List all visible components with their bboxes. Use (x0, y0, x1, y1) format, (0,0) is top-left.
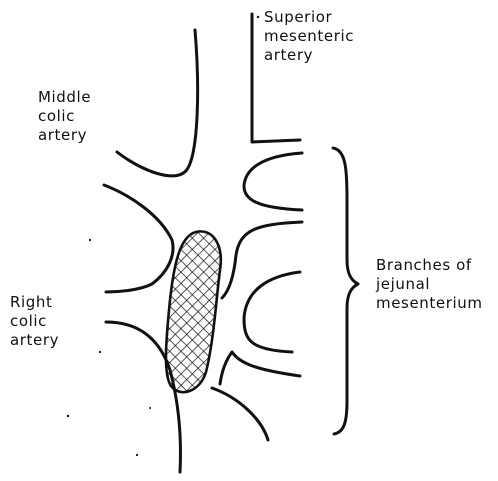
scan-specks (67, 16, 259, 456)
jejunal-branch-4 (220, 352, 300, 384)
middle-colic-artery-label: Middle colic artery (38, 88, 91, 145)
hatched-lesion (166, 231, 221, 392)
middle-colic-left-wall (117, 30, 198, 176)
jejunal-branch-1 (244, 153, 302, 210)
middle-colic-lower-wall (104, 185, 173, 292)
branches-of-jejunal-mesenterium-label: Branches of jejunal mesenterium (376, 256, 483, 313)
right-colic-artery-label: Right colic artery (10, 293, 59, 350)
jejunal-bracket (333, 148, 358, 434)
superior-mesenteric-artery-label: Superior mesenteric artery (264, 8, 354, 65)
jejunal-branch-3 (244, 272, 300, 352)
jejunal-branch-5 (212, 388, 268, 440)
